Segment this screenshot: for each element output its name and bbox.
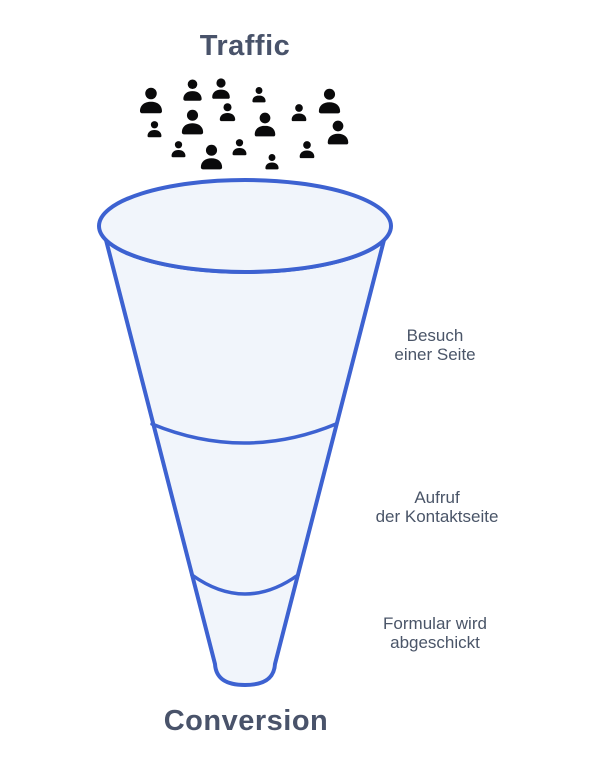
stage-label-aufruf-line2: der Kontaktseite: [375, 507, 499, 526]
traffic-title: Traffic: [199, 30, 291, 62]
stage-label-aufruf-line1: Aufruf: [414, 488, 460, 507]
stage-label-formular: Formular wird abgeschickt: [383, 614, 487, 652]
stage-label-aufruf: Aufruf der Kontaktseite: [376, 488, 499, 526]
funnel-body: [104, 238, 386, 687]
stage-label-besuch-line2: einer Seite: [394, 345, 476, 364]
funnel-top-opening: [97, 178, 393, 274]
stage-label-besuch-line1: Besuch: [406, 326, 464, 345]
funnel-divider-1: [150, 422, 338, 445]
stage-label-formular-line2: abgeschickt: [390, 633, 480, 652]
funnel-divider-2: [190, 573, 300, 596]
stage-label-formular-line1: Formular wird: [383, 614, 487, 633]
stage-label-besuch: Besuch einer Seite: [394, 326, 475, 364]
conversion-title: Conversion: [163, 705, 329, 737]
